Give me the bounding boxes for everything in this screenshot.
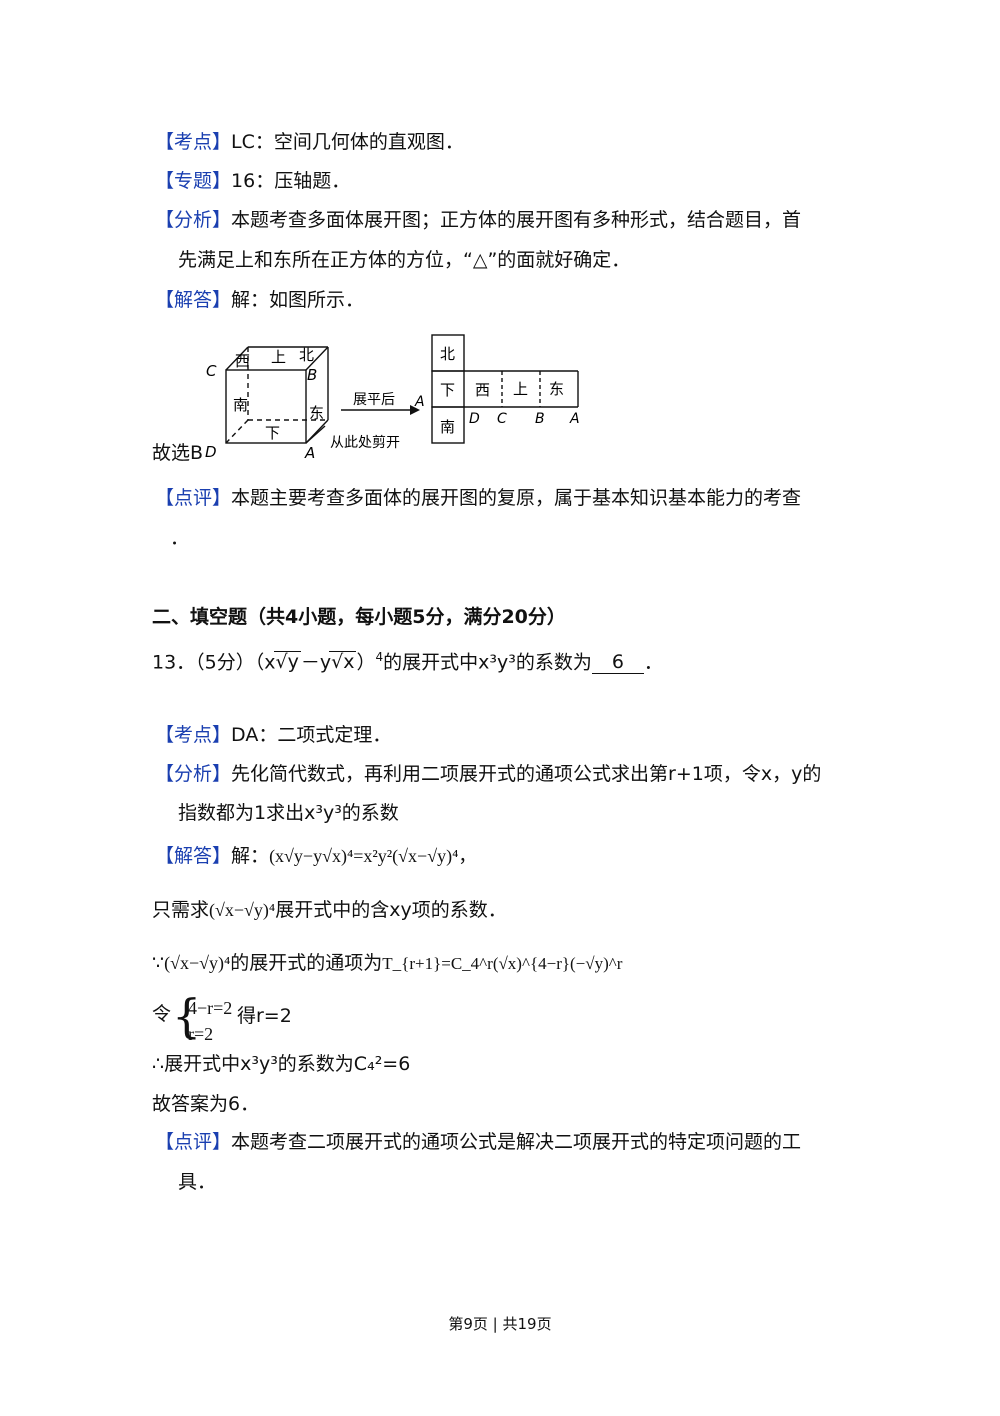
dianping-label: 点评: [174, 487, 213, 509]
choose-row: 故选B: [152, 439, 203, 467]
jieda2-row: 【解答】解：(x√y−y√x)⁴=x²y²(√x−√y)⁴，: [155, 845, 477, 867]
because-formula2: T_{r+1}=C_4^r(√x)^{4−r}(−√y)^r: [382, 954, 623, 973]
q13-text: 的展开式中x³y³的系数为: [383, 651, 592, 674]
dianping2-row-2: 具．: [178, 1168, 216, 1196]
cube-net-figure: 西 上 北 南 东 下 C B D A 展平后 A 从此处剪开 北 下 西 上 …: [205, 334, 580, 462]
fenxi2-label: 分析: [174, 763, 213, 785]
jieda-label: 解答: [174, 289, 213, 311]
jieda2-text: 解：: [231, 845, 270, 867]
answer-row: 故答案为6．: [152, 1090, 259, 1118]
q13-sqrt-y: √y: [273, 651, 301, 674]
jieda2-formula: (x√y−y√x)⁴=x²y²(√x−√y)⁴，: [269, 846, 477, 866]
net-label-A: A: [569, 411, 580, 427]
cube-down: 下: [265, 424, 280, 442]
section-heading-text: 二、填空题（共4小题，每小题5分，满分20分）: [152, 606, 566, 628]
fenxi2-line2: 指数都为1求出x³y³的系数: [178, 802, 399, 824]
q13-power: 4: [375, 650, 384, 664]
net-west: 西: [475, 381, 490, 399]
cube-up: 上: [271, 348, 286, 366]
fenxi-row-2: 先满足上和东所在正方体的方位，“△”的面就好确定．: [178, 246, 630, 274]
page-footer: 第9页 | 共19页: [448, 1315, 552, 1333]
sys-eq1: 4−r=2: [188, 998, 233, 1018]
arrow-A-label: A: [414, 394, 425, 410]
dianping2-line1: 本题考查二项展开式的通项公式是解决二项展开式的特定项问题的工: [231, 1131, 802, 1153]
sys-eq2: r=2: [188, 1024, 214, 1044]
cut-label: 从此处剪开: [330, 435, 400, 451]
cube-drawing: [225, 346, 329, 444]
q13-mid: －y: [300, 651, 332, 674]
fenxi-label: 分析: [174, 209, 213, 231]
jieda-row-1: 【解答】解：如图所示．: [155, 289, 365, 311]
cube-label-D: D: [205, 443, 217, 461]
q13-sqrt-x: √x: [329, 651, 357, 674]
jieda-text: 解：如图所示．: [231, 289, 365, 311]
only-formula: (√x−√y)⁴: [209, 900, 276, 920]
q13-end: ．: [643, 651, 663, 674]
jieda2-label: 解答: [174, 845, 213, 867]
net-drawing: [431, 334, 579, 444]
fenxi2-row-1: 【分析】先化简代数式，再利用二项展开式的通项公式求出第r+1项，令x，y的: [155, 763, 822, 785]
kaodian2-label: 考点: [174, 724, 213, 746]
system-brace-icon: {: [172, 989, 202, 1043]
dianping-row-2: ．: [170, 524, 189, 552]
fenxi-line1: 本题考查多面体展开图；正方体的展开图有多种形式，结合题目，首: [231, 209, 802, 231]
fenxi-line2: 先满足上和东所在正方体的方位，“△”的面就好确定．: [178, 249, 631, 271]
dianping2-row-1: 【点评】本题考查二项展开式的通项公式是解决二项展开式的特定项问题的工: [155, 1131, 802, 1153]
choose-text: 故选B: [152, 442, 204, 464]
dianping2-line2: 具．: [178, 1171, 217, 1193]
only-row: 只需求(√x−√y)⁴展开式中的含xy项的系数．: [152, 896, 507, 924]
cube-north: 北: [299, 346, 314, 364]
net-label-C: C: [497, 411, 507, 427]
fenxi2-row-2: 指数都为1求出x³y³的系数: [178, 799, 399, 827]
net-down: 下: [440, 381, 455, 399]
dianping-line1: 本题主要考查多面体的展开图的复原，属于基本知识基本能力的考查: [231, 487, 802, 509]
zhuanti-text: 16：压轴题．: [231, 170, 351, 192]
q13-prefix: 13．（5分）（x: [152, 651, 276, 674]
cube-west: 西: [235, 352, 250, 370]
fenxi2-line1: 先化简代数式，再利用二项展开式的通项公式求出第r+1项，令x，y的: [231, 763, 822, 785]
only-text2: 展开式中的含xy项的系数．: [275, 899, 507, 921]
fenxi-row-1: 【分析】本题考查多面体展开图；正方体的展开图有多种形式，结合题目，首: [155, 209, 802, 231]
kaodian-row-1: 【考点】LC：空间几何体的直观图．: [155, 131, 464, 153]
therefore-text: ∴展开式中x³y³的系数为C₄²=6: [152, 1053, 411, 1075]
dianping-line2: ．: [170, 527, 190, 549]
kaodian2-text: DA：二项式定理．: [231, 724, 392, 746]
because-text2: 的展开式的通项为: [230, 952, 383, 974]
zhuanti-label: 专题: [174, 170, 213, 192]
arrow-label: 展平后: [353, 392, 395, 408]
net-label-D: D: [469, 411, 480, 427]
because-formula: (√x−√y)⁴: [164, 953, 231, 973]
net-up: 上: [513, 380, 528, 398]
therefore-row: ∴展开式中x³y³的系数为C₄²=6: [152, 1050, 410, 1078]
net-label-B: B: [535, 411, 545, 427]
because-text1: ∵: [152, 952, 165, 974]
cube-label-B: B: [307, 366, 317, 384]
kaodian-row-2: 【考点】DA：二项式定理．: [155, 724, 392, 746]
ling-text: 令: [152, 1003, 172, 1025]
zhuanti-row: 【专题】16：压轴题．: [155, 170, 351, 192]
because-row: ∵(√x−√y)⁴的展开式的通项为T_{r+1}=C_4^r(√x)^{4−r}…: [152, 949, 622, 978]
arrow-head-icon: [410, 405, 420, 415]
cube-label-C: C: [206, 362, 217, 380]
cube-south: 南: [233, 396, 248, 414]
section-heading: 二、填空题（共4小题，每小题5分，满分20分）: [152, 603, 566, 631]
net-south: 南: [440, 418, 455, 436]
answer-text: 故答案为6．: [152, 1093, 260, 1115]
kaodian-label: 考点: [174, 131, 213, 153]
dianping-row-1: 【点评】本题主要考查多面体的展开图的复原，属于基本知识基本能力的考查: [155, 487, 802, 509]
q13-close: ）: [356, 651, 376, 674]
dianping2-label: 点评: [174, 1131, 213, 1153]
net-north: 北: [440, 345, 455, 363]
cube-east: 东: [309, 404, 324, 422]
cube-label-A: A: [304, 444, 315, 462]
q13-answer-blank: 6: [591, 651, 644, 675]
de-text: 得r=2: [237, 1005, 292, 1027]
only-text1: 只需求: [152, 899, 210, 921]
kaodian-text: LC：空间几何体的直观图．: [231, 131, 464, 153]
net-east: 东: [549, 380, 564, 398]
